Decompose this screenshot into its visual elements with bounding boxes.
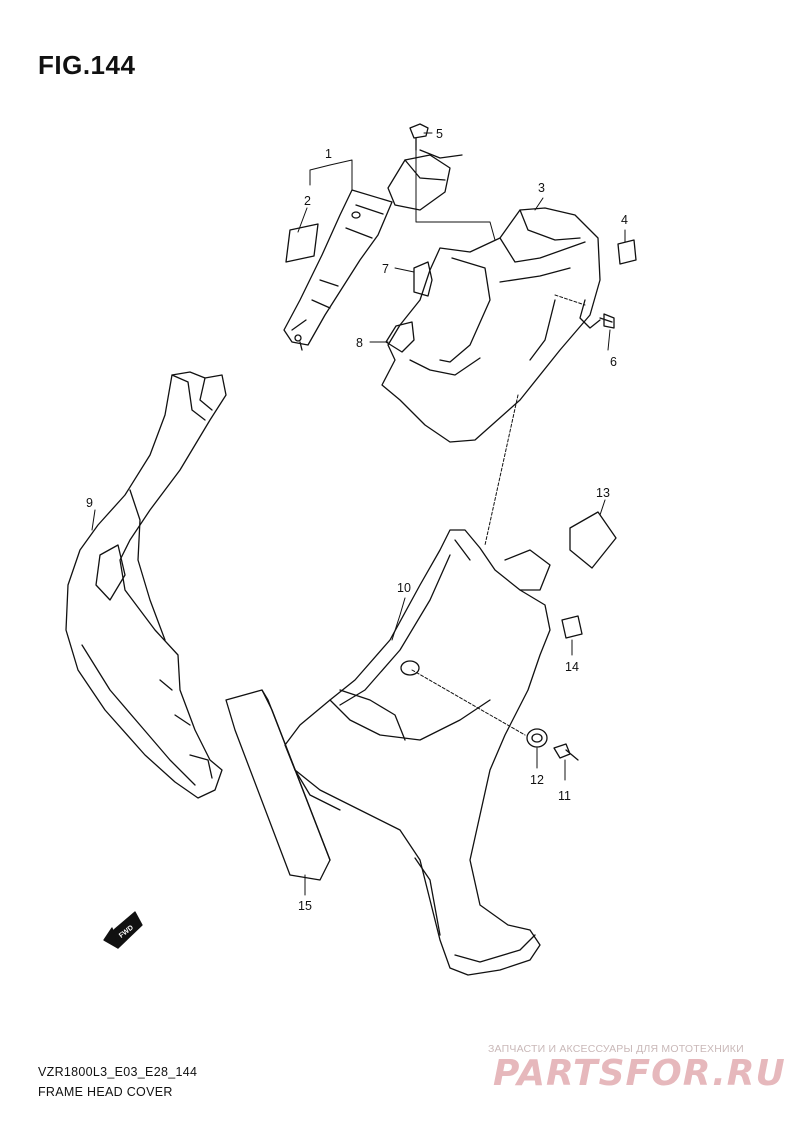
callout-6: 6 bbox=[610, 355, 617, 369]
part-7-clip[interactable] bbox=[413, 261, 433, 297]
part-clip-upper[interactable] bbox=[387, 149, 463, 211]
part-2-pad[interactable] bbox=[285, 223, 319, 263]
part-5-bolt[interactable] bbox=[409, 123, 429, 151]
callout-13: 13 bbox=[596, 486, 610, 500]
part-12-grommet[interactable] bbox=[526, 728, 548, 748]
callout-11: 11 bbox=[558, 789, 571, 803]
callout-2: 2 bbox=[304, 194, 311, 208]
callout-8: 8 bbox=[356, 336, 363, 350]
callout-14: 14 bbox=[565, 660, 579, 674]
callout-3: 3 bbox=[538, 181, 545, 195]
watermark-logo: PARTSFOR.RU bbox=[493, 1053, 786, 1094]
part-13-pad[interactable] bbox=[569, 511, 617, 569]
part-3-upper-cover[interactable] bbox=[381, 207, 601, 443]
callout-10: 10 bbox=[397, 581, 411, 595]
part-8-clip[interactable] bbox=[385, 321, 415, 353]
figure-code: VZR1800L3_E03_E28_144 bbox=[38, 1065, 198, 1079]
forward-arrow-icon bbox=[103, 911, 143, 949]
part-14-clip[interactable] bbox=[561, 615, 583, 639]
figure-name: FRAME HEAD COVER bbox=[38, 1085, 173, 1099]
figure-title: FIG.144 bbox=[38, 50, 136, 80]
part-11-screw[interactable] bbox=[553, 743, 579, 761]
part-1-bracket[interactable] bbox=[283, 189, 393, 351]
callout-5: 5 bbox=[436, 127, 443, 141]
watermark-tagline: ЗАПЧАСТИ И АКСЕССУАРЫ ДЛЯ МОТОТЕХНИКИ bbox=[488, 1043, 744, 1055]
callout-15: 15 bbox=[298, 899, 312, 913]
leader-lines bbox=[91, 132, 626, 896]
part-15-panel[interactable] bbox=[225, 689, 331, 881]
callout-9: 9 bbox=[86, 496, 93, 510]
part-4-pad[interactable] bbox=[617, 239, 637, 265]
callout-4: 4 bbox=[621, 213, 628, 227]
callout-12: 12 bbox=[530, 773, 544, 787]
callout-7: 7 bbox=[382, 262, 389, 276]
part-10-main-cover[interactable] bbox=[284, 529, 551, 976]
callout-labels: 1 2 3 4 5 6 7 8 9 10 11 12 13 14 15 bbox=[86, 127, 628, 913]
callout-1: 1 bbox=[325, 147, 332, 161]
part-6-screw[interactable] bbox=[599, 313, 615, 329]
part-9-left-cover[interactable] bbox=[65, 371, 227, 799]
